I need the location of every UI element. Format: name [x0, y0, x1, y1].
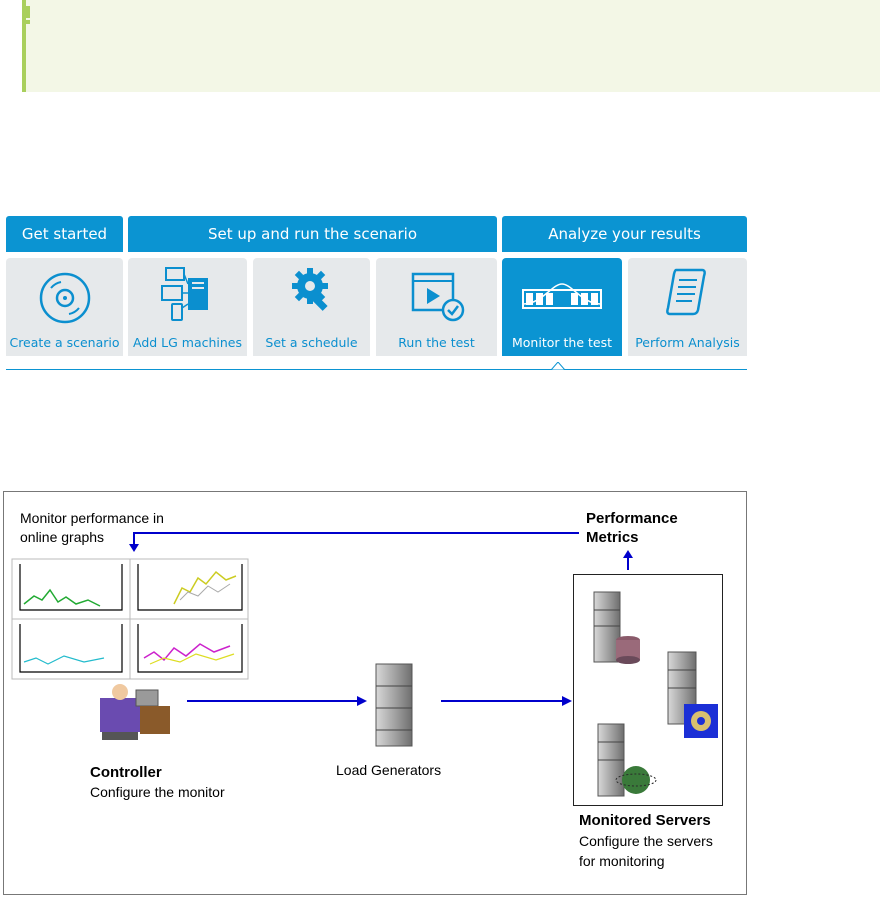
note-box — [22, 0, 880, 92]
step-label: Run the test — [398, 335, 475, 350]
controller-person-icon — [100, 684, 170, 740]
monitoring-diagram: Monitor performance in online graphs Per… — [3, 491, 747, 895]
diagram-graphics — [11, 532, 718, 797]
disc-icon — [39, 272, 90, 324]
active-step-caret — [551, 362, 565, 376]
wrench-gear-icon — [291, 268, 328, 311]
metrics-feedback-arrow — [133, 532, 579, 547]
group-header-analyze: Analyze your results — [502, 216, 747, 252]
workflow-baseline — [6, 369, 747, 370]
step-label: Create a scenario — [9, 335, 120, 350]
monitor-label-line1: Monitor performance in — [20, 510, 164, 526]
workflow-bar: Get started Set up and run the scenario … — [0, 216, 880, 376]
step-add-lg-machines[interactable]: Add LG machines — [128, 258, 247, 356]
controller-subtitle: Configure the monitor — [90, 784, 225, 800]
load-generators-label: Load Generators — [336, 762, 442, 778]
metrics-label-line1: Performance — [586, 510, 678, 527]
wave-graph-icon — [522, 283, 602, 309]
group-header-get-started: Get started — [6, 216, 123, 252]
lg-to-servers-arrowhead — [562, 696, 572, 706]
step-label: Set a schedule — [265, 335, 358, 350]
step-perform-analysis[interactable]: Perform Analysis — [628, 258, 747, 356]
play-window-icon — [411, 272, 464, 322]
metrics-label-line2: Metrics — [586, 529, 639, 546]
metrics-up-arrowhead — [623, 550, 633, 558]
note-icon — [25, 6, 30, 24]
controller-title: Controller — [90, 764, 162, 781]
scroll-icon — [665, 268, 706, 316]
monitored-servers-box — [573, 574, 723, 806]
web-server-icon — [597, 723, 657, 797]
servers-subtitle-line1: Configure the servers — [579, 833, 713, 849]
servers-title: Monitored Servers — [579, 812, 711, 829]
step-label: Add LG machines — [132, 335, 243, 350]
load-generator-server-icon — [375, 663, 413, 747]
monitor-label-line2: online graphs — [20, 529, 105, 545]
app-server-icon — [667, 651, 718, 738]
step-create-scenario[interactable]: Create a scenario — [6, 258, 123, 356]
servers-subtitle-line2: for monitoring — [579, 853, 665, 869]
controller-to-lg-arrowhead — [357, 696, 367, 706]
machines-icon — [160, 267, 208, 321]
step-label: Perform Analysis — [635, 335, 740, 350]
step-run-test[interactable]: Run the test — [376, 258, 497, 356]
group-header-setup: Set up and run the scenario — [128, 216, 497, 252]
step-set-schedule[interactable]: Set a schedule — [253, 258, 370, 356]
database-server-icon — [593, 591, 640, 664]
feedback-arrowhead — [129, 544, 139, 552]
step-label: Monitor the test — [512, 335, 612, 350]
online-graphs-thumbnail — [11, 558, 249, 680]
step-monitor-test[interactable]: Monitor the test — [502, 258, 622, 356]
